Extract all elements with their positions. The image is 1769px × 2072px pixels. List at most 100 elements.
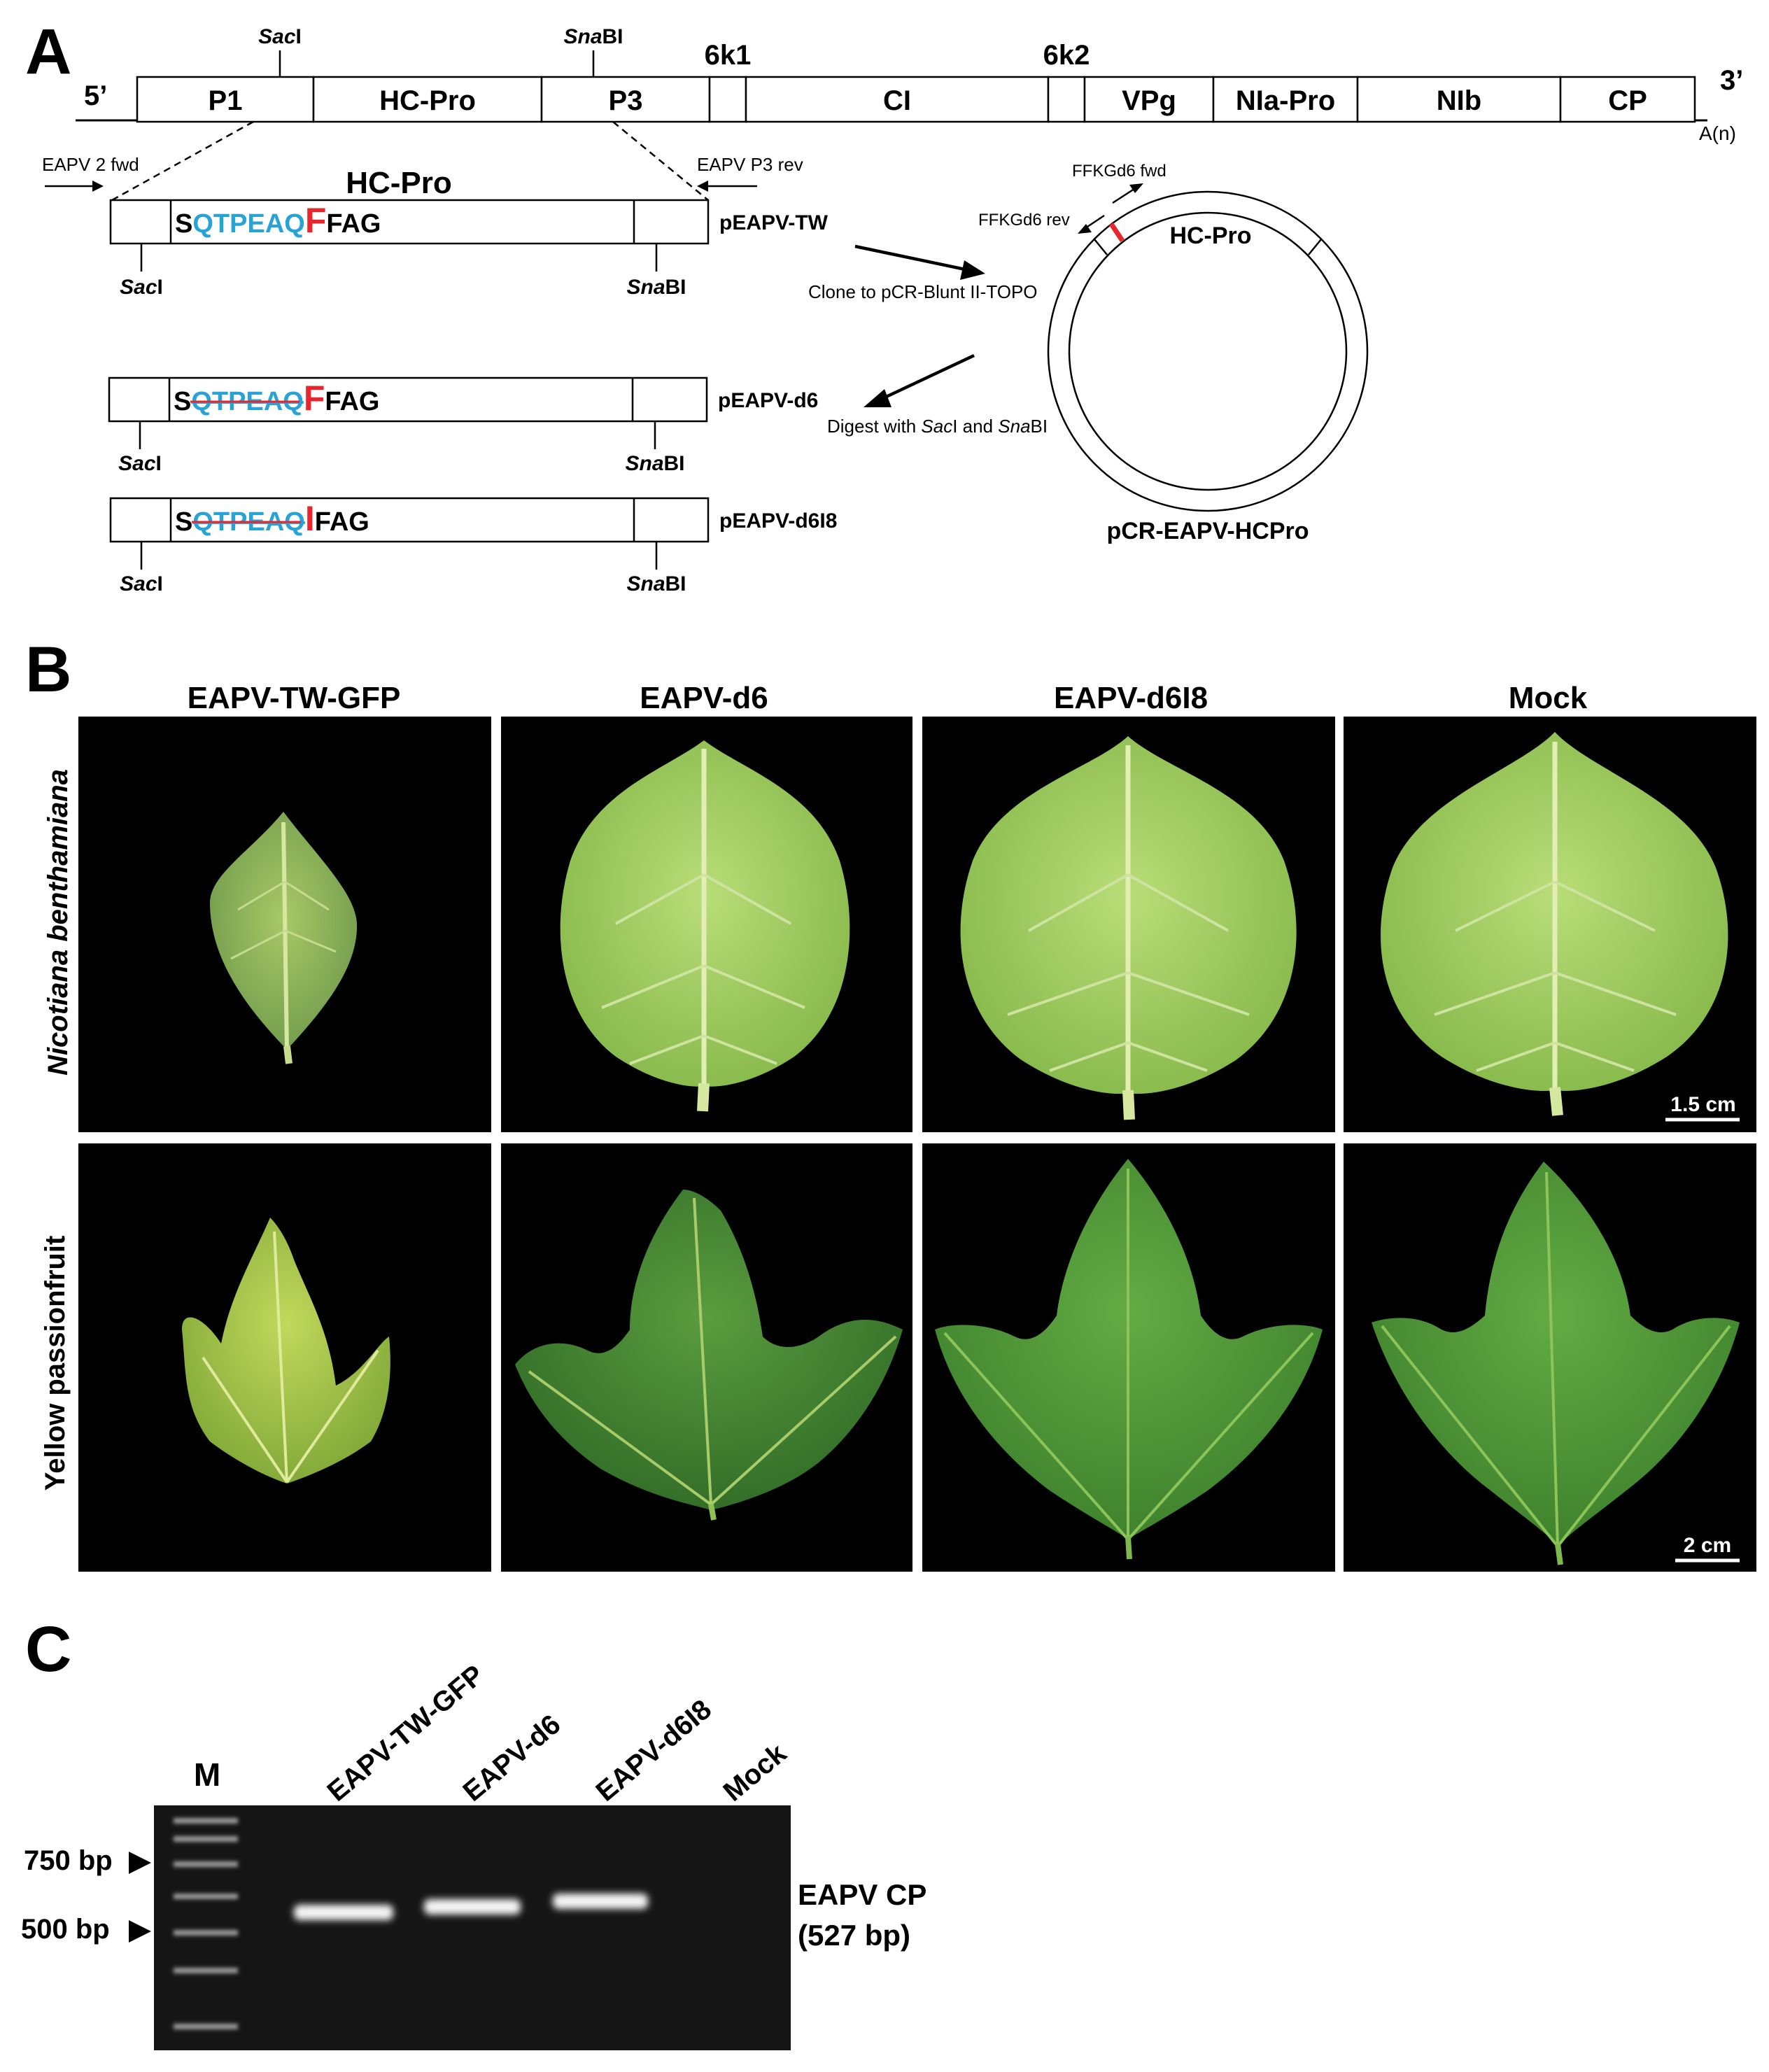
construct-tw-saci-label: SacI [120,276,163,299]
ffk-rev-label: FFKGd6 rev [978,211,1070,230]
ladder-band-1 [174,1818,238,1824]
construct-d6-box [108,376,708,423]
leaf-nb-mock-petiole [1549,1087,1563,1116]
construct-d6-name: pEAPV-d6 [718,389,818,412]
row-label-pf: Yellow passionfruit [40,1236,71,1491]
segment-label-p3: P3 [609,85,643,116]
column-header-d6: EAPV-d6 [640,681,768,715]
lane-label-mock: Mock [718,1738,793,1807]
construct-tw: SQTPEAQFFAG pEAPV-TW SacI SnaBI [109,199,829,299]
plasmid-inner-ring [1068,211,1348,491]
leaf-nb-mock-veins [1434,880,1677,1072]
segment-box-hcpro [312,76,543,123]
size-marker-500-arrow [129,1920,151,1943]
leaf-pf-d6 [515,1190,903,1521]
ffk-fwd-arrow [1112,186,1137,204]
leaf-nb-mock [1380,732,1728,1116]
segment-box-p3 [540,76,711,123]
ladder-band-5 [174,1930,238,1936]
leaf-nb-tw-midrib [281,822,289,1050]
panel-c-label: C [25,1614,71,1685]
primer-fwd-label: EAPV 2 fwd [42,154,139,175]
construct-d6i8-name: pEAPV-d6I8 [719,509,837,533]
scale-bar-nb-label: 1.5 cm [1670,1093,1735,1116]
segment-label-nlapro: NIa-Pro [1236,85,1335,116]
leaf-pf-mock-blade [1372,1162,1740,1546]
segment-box-nlb [1356,76,1562,123]
segment-box-6k2 [1047,76,1086,123]
ladder-band-6 [174,1968,238,1973]
genome-map [136,76,1696,123]
column-header-d6i8: EAPV-d6I8 [1054,681,1208,715]
segment-box-6k1 [708,76,747,123]
band-label-name: EAPV CP [798,1878,926,1911]
leaf-pf-d6-veins [528,1197,897,1506]
segment-label-6k2: 6k2 [1043,40,1090,71]
leaf-pf-d6-blade [515,1190,903,1510]
panel-a-label: A [25,16,71,87]
digest-arrow [881,353,975,401]
lane-label-d6i8: EAPV-d6I8 [591,1694,718,1807]
construct-d6i8-saci-label: SacI [120,572,163,595]
leaf-nb-d6-veins [601,873,805,1065]
plasmid-map: HC-Pro pCR-EAPV-HCPro [1047,190,1369,544]
panel-b-label: B [25,634,71,705]
ffk-fwd-arrowhead [1129,183,1143,193]
leaf-pf-d6i8-veins [943,1169,1314,1541]
column-header-mock: Mock [1509,681,1588,715]
insert-title: HC-Pro [346,166,452,200]
marker-lane-label: M [194,1756,220,1793]
construct-d6: SQTPEAQFFAG pEAPV-d6 SacI SnaBI [108,376,818,475]
plasmid-outer-ring [1047,190,1369,512]
leaf-pf-d6i8-petiole [1125,1536,1132,1560]
leaf-pf-mock [1372,1162,1740,1565]
leaf-pf-tw-midrib [202,1231,379,1483]
gel-image [154,1805,791,2050]
leaf-pf-d6-petiole [708,1504,717,1521]
clone-step-label: Clone to pCR-Blunt II-TOPO [808,281,1038,302]
segment-box-cp [1559,76,1696,123]
clone-arrow [854,244,969,272]
pcr-bands [294,1894,648,1920]
leaf-nb-d6i8-veins [1007,873,1250,1072]
primer-fwd-arrowhead [92,181,104,192]
leaf-pf-d6i8 [935,1159,1323,1560]
five-prime-label: 5’ [84,80,107,111]
primer-rev-arrowhead [697,181,708,192]
leaf-nb-d6i8-petiole [1122,1090,1135,1120]
ladder-band-2 [174,1836,238,1842]
construct-tw-snabi-label: SnaBI [626,276,686,299]
band-d6i8 [553,1894,648,1909]
band-tw [294,1905,393,1920]
plasmid-insert-label: HC-Pro [1169,223,1251,249]
construct-tw-name: pEAPV-TW [719,211,829,234]
construct-tw-seq: SQTPEAQFFAG [175,201,381,240]
saci-site-label: SacI [258,25,302,48]
ladder-band-4 [174,1894,238,1899]
segment-label-vpg: VPg [1122,85,1176,116]
row-label-nb: Nicotiana benthamiana [43,769,73,1076]
segment-label-6k1: 6k1 [705,40,752,71]
ladder-band-3 [174,1861,238,1867]
size-marker-500: 500 bp [21,1914,110,1945]
leaf-nb-d6i8 [960,736,1297,1120]
segment-labels: P1 HC-Pro P3 6k1 CI 6k2 VPg NIa-Pro NIb … [209,40,1647,116]
segment-label-hcpro: HC-Pro [379,85,476,116]
snabi-site-label: SnaBI [563,25,623,48]
leaf-pf-tw [182,1218,390,1483]
segment-label-ci: CI [883,85,911,116]
marker-ladder [174,1818,238,2029]
construct-d6i8-box [109,497,710,543]
primer-rev-label: EAPV P3 rev [697,154,803,175]
digest-step-label: Digest with SacI and SnaBI [827,416,1048,437]
scale-bar-pf-label: 2 cm [1684,1534,1731,1557]
size-marker-750-arrow [129,1852,151,1874]
lane-labels: EAPV-TW-GFP EAPV-d6 EAPV-d6I8 Mock [322,1659,793,1807]
ffk-rev-arrowhead [1078,224,1092,234]
ffk-fwd-label: FFKGd6 fwd [1072,162,1167,181]
leaf-nb-tw [210,812,358,1064]
digest-arrowhead [864,389,891,407]
plasmid-mutation-mark [1109,223,1125,242]
plasmid-insert-start [1094,239,1108,255]
